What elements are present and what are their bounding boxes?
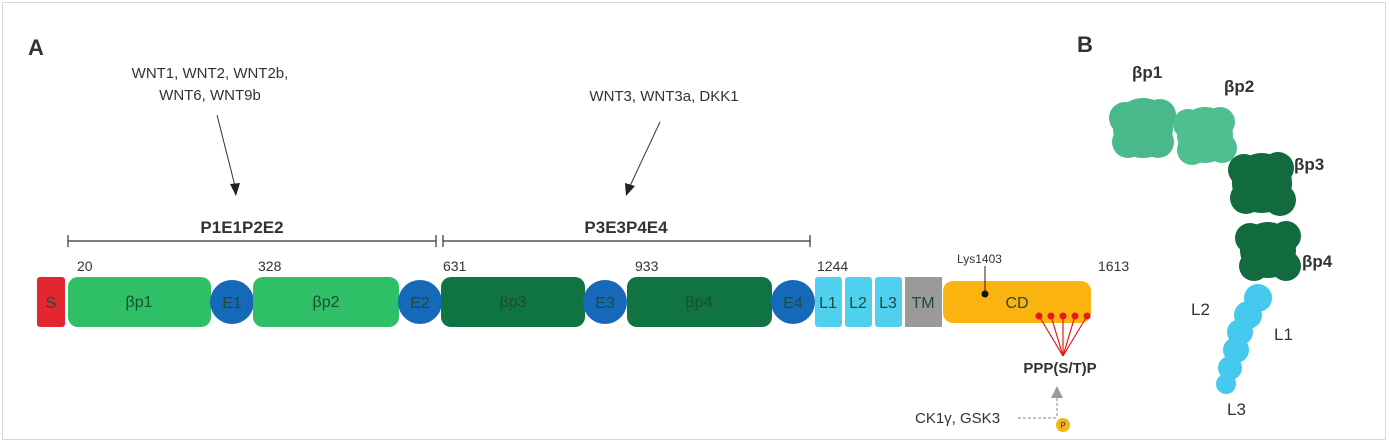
region-p1e1p2e2-label: P1E1P2E2: [200, 218, 283, 237]
ligand-arrow-1: [216, 114, 236, 187]
ldla-l1-label: L1: [819, 295, 837, 312]
kinase-arrowhead: [1051, 386, 1063, 398]
egf-e1-label: E1: [222, 295, 242, 312]
egf-e2-label: E2: [410, 295, 430, 312]
transmembrane-domain: [905, 277, 942, 327]
egf-e2-domain: [398, 280, 442, 324]
structure-bp2-blob: [1173, 107, 1237, 165]
propeller-bp3-label: βp3: [500, 294, 527, 311]
ligand-group1-line2: WNT6, WNT9b: [159, 87, 261, 104]
ldla-l3-label: L3: [879, 295, 897, 312]
propeller-bp2-domain: [253, 277, 399, 327]
signal-peptide-label: S: [46, 295, 57, 312]
ppp-motif-label: PPP(S/T)P: [1023, 360, 1096, 377]
ldla-l1-domain: [815, 277, 842, 327]
ligand-group1-line1: WNT1, WNT2, WNT2b,: [132, 65, 289, 82]
signal-peptide-domain: [37, 277, 65, 327]
structure-bp1-blob: [1109, 98, 1176, 158]
residue-lys1403: Lys1403: [957, 252, 1002, 266]
propeller-bp2-label: βp2: [313, 294, 340, 311]
egf-e1-domain: [210, 280, 254, 324]
egf-e4-label: E4: [783, 295, 803, 312]
cytoplasmic-domain: [943, 281, 1091, 323]
structure-bp4-label: βp4: [1302, 252, 1333, 271]
ligand-arrowhead-1: [230, 183, 240, 196]
propeller-bp4-label: βp4: [686, 294, 713, 311]
residue-1244: 1244: [817, 258, 848, 274]
propeller-bp4-domain: [627, 277, 772, 327]
structure-l1-label: L1: [1274, 325, 1293, 344]
panel-a-label: A: [28, 35, 44, 60]
propeller-bp1-label: βp1: [126, 294, 153, 311]
egf-e3-domain: [583, 280, 627, 324]
transmembrane-label: TM: [911, 295, 934, 312]
ldla-l2-domain: [845, 277, 872, 327]
ldla-l2-label: L2: [849, 295, 867, 312]
structure-bp4-blob: [1235, 221, 1301, 281]
region-bracket-1: [67, 235, 437, 247]
ligand-group2: WNT3, WNT3a, DKK1: [589, 88, 738, 105]
structure-l2-label: L2: [1191, 300, 1210, 319]
structure-bp3-blob: [1228, 152, 1296, 216]
structure-bp3-label: βp3: [1294, 155, 1324, 174]
panel-b-label: B: [1077, 32, 1093, 57]
structure-l3-label: L3: [1227, 400, 1246, 419]
phospho-badge: [1056, 418, 1070, 432]
propeller-bp1-domain: [68, 277, 211, 327]
region-p3e3p4e4-label: P3E3P4E4: [584, 218, 668, 237]
region-bracket-2: [442, 235, 811, 247]
lys1403-marker-dot: [981, 290, 989, 298]
egf-e4-domain: [771, 280, 815, 324]
propeller-bp3-domain: [441, 277, 585, 327]
residue-328: 328: [258, 258, 282, 274]
residue-933: 933: [635, 258, 659, 274]
structure-ldla-blob: [1216, 284, 1272, 394]
ligand-arrow-2: [629, 121, 661, 187]
ldla-l3-domain: [875, 277, 902, 327]
egf-e3-label: E3: [595, 295, 615, 312]
residue-1613: 1613: [1098, 258, 1129, 274]
residue-20: 20: [77, 258, 93, 274]
kinase-label: CK1γ, GSK3: [915, 410, 1000, 427]
structure-bp2-label: βp2: [1224, 77, 1254, 96]
ppp-motif-fan: [1038, 315, 1088, 357]
ppp-motif-sites: [1035, 312, 1091, 320]
phospho-badge-label: P: [1060, 421, 1065, 430]
residue-631: 631: [443, 258, 467, 274]
cytoplasmic-label: CD: [1005, 295, 1028, 312]
ligand-arrowhead-2: [625, 183, 635, 196]
structure-bp1-label: βp1: [1132, 63, 1162, 82]
